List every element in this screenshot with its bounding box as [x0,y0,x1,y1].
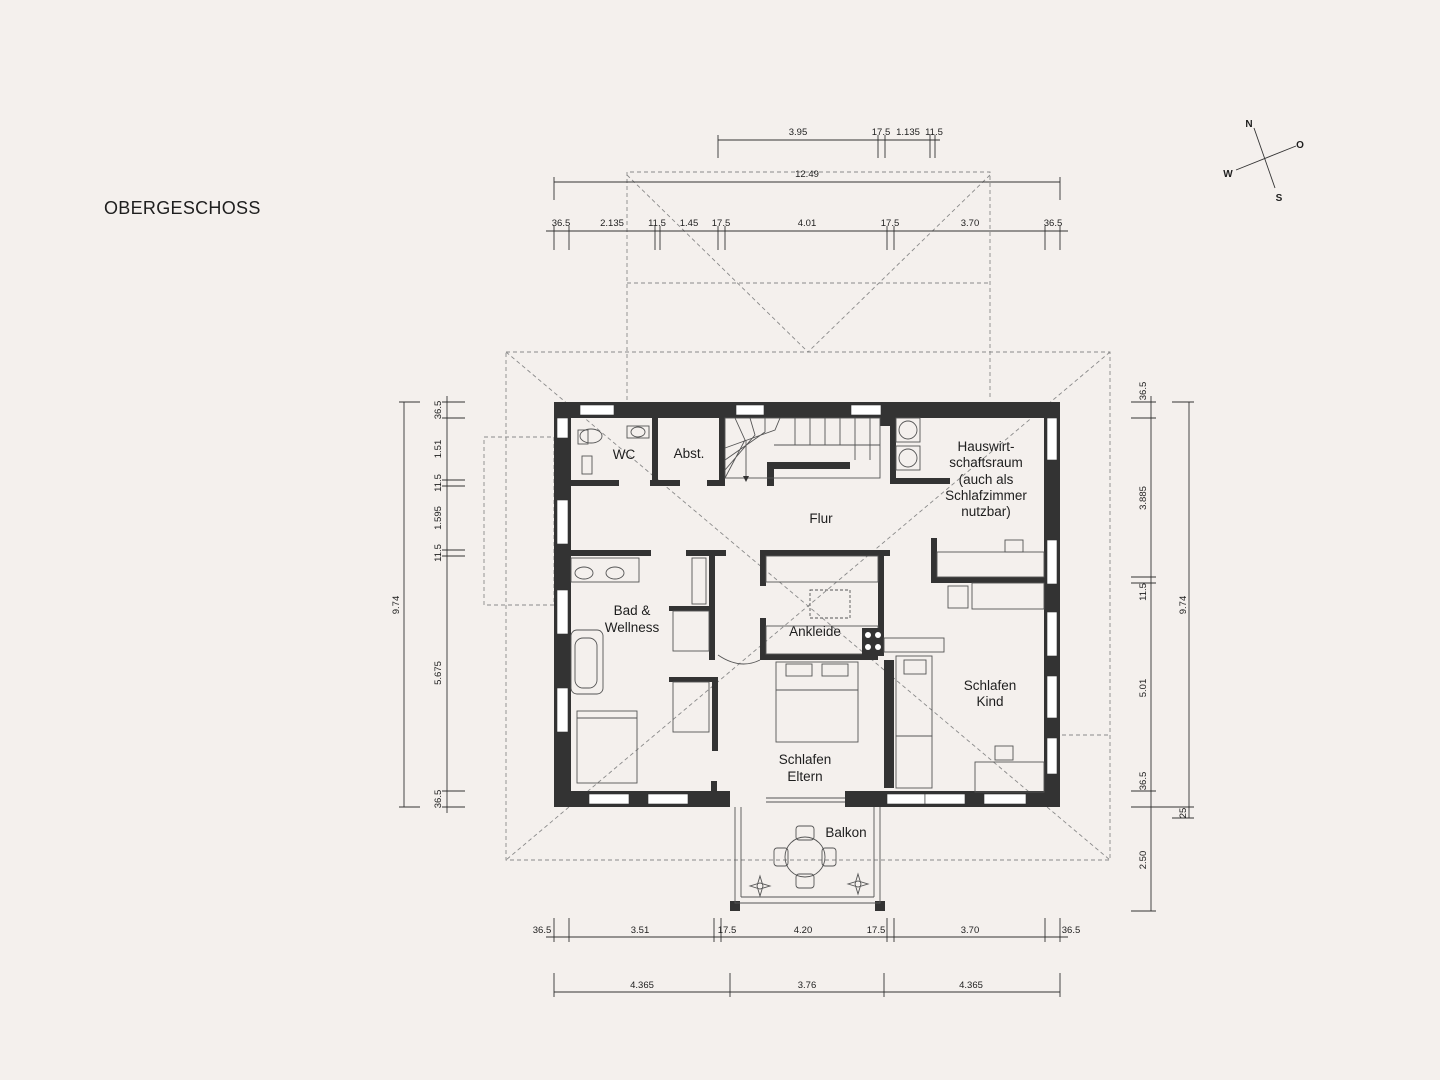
dim-top3-7: 3.70 [961,218,980,229]
room-label-bad-2: Wellness [605,620,660,635]
dim-top2: 12.49 [795,169,819,180]
dim-bottom1-1: 3.51 [631,925,650,936]
dim-top3-1: 2.135 [600,218,624,229]
balcony [730,807,885,911]
dim-bottom1-0: 36.5 [533,925,552,936]
dim-top1-0: 3.95 [789,127,808,138]
room-label-hausw-5: nutzbar) [961,504,1011,519]
compass-n: N [1245,119,1252,130]
room-label-hausw-4: Schlafzimmer [945,488,1027,503]
dim-left-1: 1.51 [433,440,444,459]
room-label-hausw-3: (auch als [959,472,1014,487]
dim-bottom1-3: 4.20 [794,925,813,936]
interior-walls [571,418,1044,793]
dimension-top-1: 3.95 17.5 1.135 11.5 [717,127,943,158]
room-label-ankleide: Ankleide [789,624,841,639]
room-label-eltern-1: Schlafen [779,752,832,767]
compass-w: W [1223,169,1233,180]
dimension-bottom-2: 4.365 3.76 4.365 [553,973,1061,997]
dim-right-3: 5.01 [1138,679,1149,698]
room-label-bad-1: Bad & [614,603,651,618]
dim-bottom1-5: 3.70 [961,925,980,936]
compass-s: S [1276,193,1283,204]
dim-bottom2-0: 4.365 [630,980,654,991]
room-label-balkon: Balkon [825,825,866,840]
room-label-flur: Flur [809,511,833,526]
dim-bottom1-4: 17.5 [867,925,886,936]
dim-bottom2-2: 4.365 [959,980,983,991]
dim-right-2: 11.5 [1138,583,1149,601]
dimension-top-2: 12.49 [553,169,1061,200]
windows [556,404,1058,805]
dim-right-1: 3.885 [1138,486,1149,510]
dim-right-6: 2.50 [1138,851,1149,870]
dim-left-5: 5.675 [433,661,444,685]
dim-top3-6: 17.5 [881,218,900,229]
roof-outline [483,171,1111,861]
dim-top1-3: 11.5 [925,127,943,138]
furniture [570,417,1045,803]
dim-right-4: 36.5 [1138,772,1149,791]
dim-bottom1-2: 17.5 [718,925,737,936]
dim-top1-1: 17.5 [872,127,891,138]
room-labels: WC Abst. Flur Hauswirt- schaftsraum (auc… [605,439,1028,840]
dim-top1-2: 1.135 [896,127,920,138]
dim-top3-4: 17.5 [712,218,731,229]
dim-left-0: 36.5 [433,401,444,420]
room-label-abst: Abst. [674,446,705,461]
room-label-hausw-1: Hauswirt- [957,439,1014,454]
dim-top3-2: 11.5 [648,218,666,229]
dim-left-2: 11.5 [433,474,444,492]
dim-top3-0: 36.5 [552,218,571,229]
room-label-eltern-2: Eltern [787,769,822,784]
dimension-left: 9.74 36.5 1.51 11.5 1.595 11.5 5.675 36.… [391,396,465,813]
page-title: OBERGESCHOSS [104,198,261,218]
dim-left-6: 36.5 [433,790,444,809]
staircase [724,417,881,482]
dim-left-total: 9.74 [391,596,402,615]
dim-top3-3: 1.45 [680,218,699,229]
dimension-bottom-1: 36.5 3.51 17.5 4.20 17.5 3.70 36.5 [533,918,1081,942]
dim-right-0: 36.5 [1138,382,1149,401]
dim-left-3: 1.595 [433,506,444,530]
dim-top3-5: 4.01 [798,218,817,229]
dim-top3-8: 36.5 [1044,218,1063,229]
dim-left-4: 11.5 [433,544,444,562]
dimension-right: 9.74 36.5 3.885 11.5 5.01 36.5 25 2.50 [1131,382,1194,912]
room-label-wc: WC [613,447,636,462]
dim-right-total: 9.74 [1178,596,1189,615]
room-label-hausw-2: schaftsraum [949,455,1023,470]
compass-o: O [1296,140,1304,151]
compass-icon: N O S W [1223,119,1304,204]
room-label-kind-1: Schlafen [964,678,1017,693]
dimension-top-3: 36.5 2.135 11.5 1.45 17.5 4.01 17.5 3.70… [546,218,1068,250]
dim-bottom1-6: 36.5 [1062,925,1081,936]
dim-bottom2-1: 3.76 [798,980,817,991]
dim-right-5: 25 [1178,808,1189,819]
room-label-kind-2: Kind [976,694,1003,709]
